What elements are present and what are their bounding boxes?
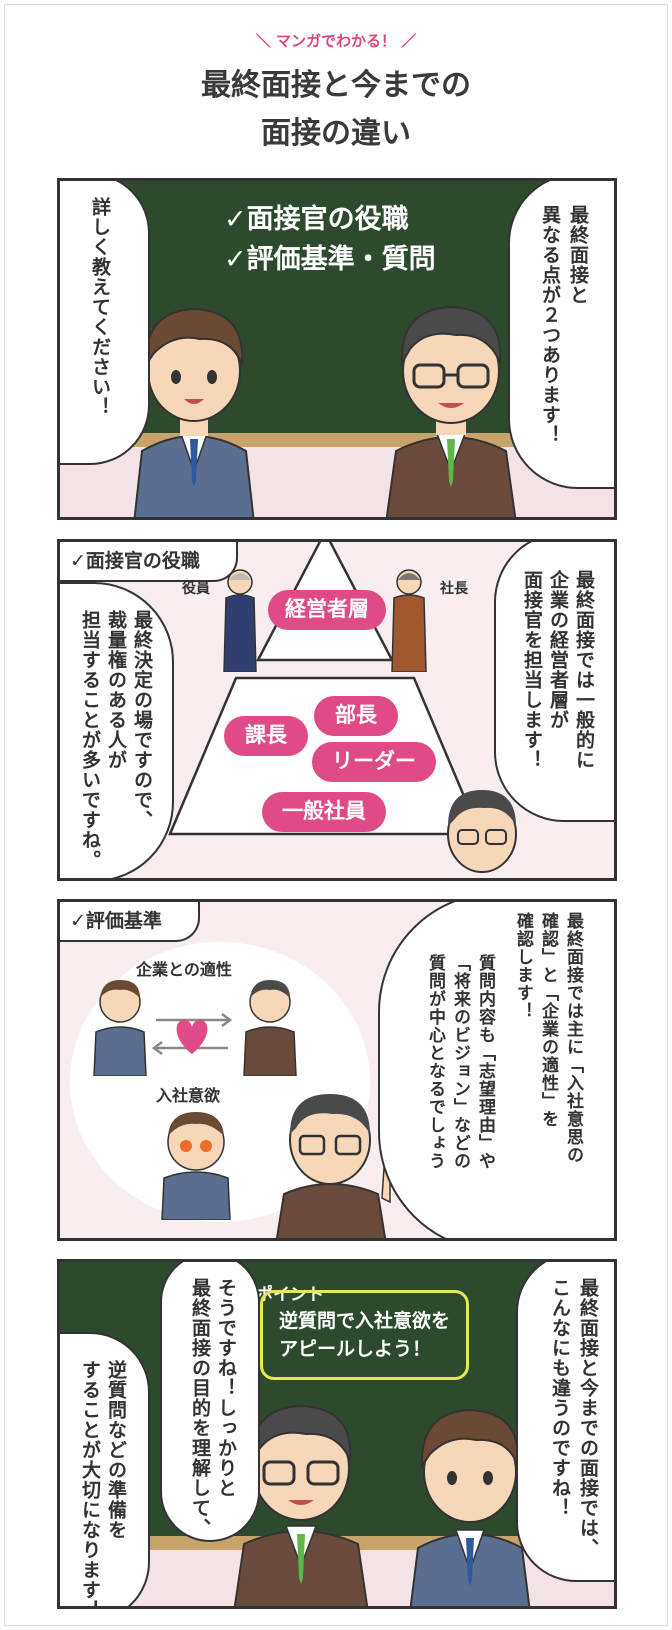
point-line-2: アピールしよう！ — [279, 1338, 432, 1360]
speech-bubble-right: 面接官を担当します！ 企業の経営者層が 最終面接では一般的に — [494, 542, 614, 822]
manga-subtitle: ＼ マンガでわかる！ ／ — [255, 32, 417, 50]
interviewer-smiling-illustration — [233, 1404, 369, 1606]
executive-figure — [223, 569, 257, 672]
label-president: 社長 — [440, 581, 468, 597]
interviewer-small-figure — [243, 980, 297, 1076]
label-motivation: 入社意欲 — [156, 1086, 221, 1105]
speech-bubble-interviewer: 質問が中心となるでしょう 「将来のビジョン」などの 質問内容も「志望理由」や 確… — [378, 902, 614, 1238]
pill-executive: 経営者層 — [268, 590, 386, 630]
point-box: 逆質問で入社意欲を アピールしよう！ — [260, 1290, 470, 1380]
pill-kacho: 課長 — [224, 716, 308, 756]
title-line-2: 面接の違い — [261, 116, 411, 151]
board-text-1: ✓面接官の役職 — [224, 204, 409, 235]
comic-panel-2: 経営者層 部長 課長 リーダー 一般社員 役員 社長 ✓面接官の役職 担当するこ… — [57, 539, 617, 881]
speech-bubble-middle: 最終面接の目的を理解して、 そうですね！しっかりと — [160, 1262, 260, 1542]
speech-bubble-left: することが大切になります！ 逆質問などの準備を — [60, 1332, 150, 1606]
young-applicant-illustration — [409, 1408, 531, 1606]
comic-panel-4: ポイント 逆質問で入社意欲を アピールしよう！ することが大切になります！ 逆質… — [57, 1259, 617, 1609]
speech-bubble-interviewer: 異なる点が２つあります！ 最終面接と — [508, 181, 614, 489]
label-executive: 役員 — [182, 581, 210, 597]
president-figure — [391, 569, 427, 672]
label-company-fit: 企業との適性 — [136, 960, 232, 979]
page-frame — [4, 4, 668, 1626]
pill-bucho: 部長 — [314, 696, 398, 736]
young-applicant-illustration — [133, 307, 255, 517]
applicant-small-figure — [93, 980, 147, 1076]
speech-bubble-left: 担当することが多いですね。 裁量権のある人が 最終決定の場ですので、 — [60, 582, 174, 878]
section-tab-interviewer-role: ✓面接官の役職 — [60, 542, 238, 582]
section-tab-criteria: ✓評価基準 — [60, 902, 200, 942]
interviewer-face-illustration — [447, 790, 517, 873]
heart-exchange-icon — [152, 1013, 232, 1055]
title-line-1: 最終面接と今までの — [201, 68, 471, 103]
page-title: 最終面接と今までの 面接の違い — [0, 62, 672, 158]
speech-bubble-right: こんなにも違うのですね！ 最終面接と今までの面接では、 — [516, 1262, 614, 1582]
point-line-1: 逆質問で入社意欲を — [279, 1310, 451, 1332]
interviewer-illustration — [385, 305, 517, 517]
comic-panel-1: ✓面接官の役職 ✓評価基準・質問 詳しく教えてください！ 異なる点が２つあります… — [57, 178, 617, 520]
speech-bubble-applicant: 詳しく教えてください！ — [60, 181, 150, 465]
pill-general-staff: 一般社員 — [262, 792, 386, 832]
motivated-applicant-figure — [161, 1112, 231, 1220]
board-text-2: ✓評価基準・質問 — [224, 244, 436, 275]
comic-panel-3: 企業との適性 入社意欲 ✓評価基準 質問が中心となるでしょう 「将来のビジョン」… — [57, 899, 617, 1241]
pill-leader: リーダー — [312, 742, 436, 782]
